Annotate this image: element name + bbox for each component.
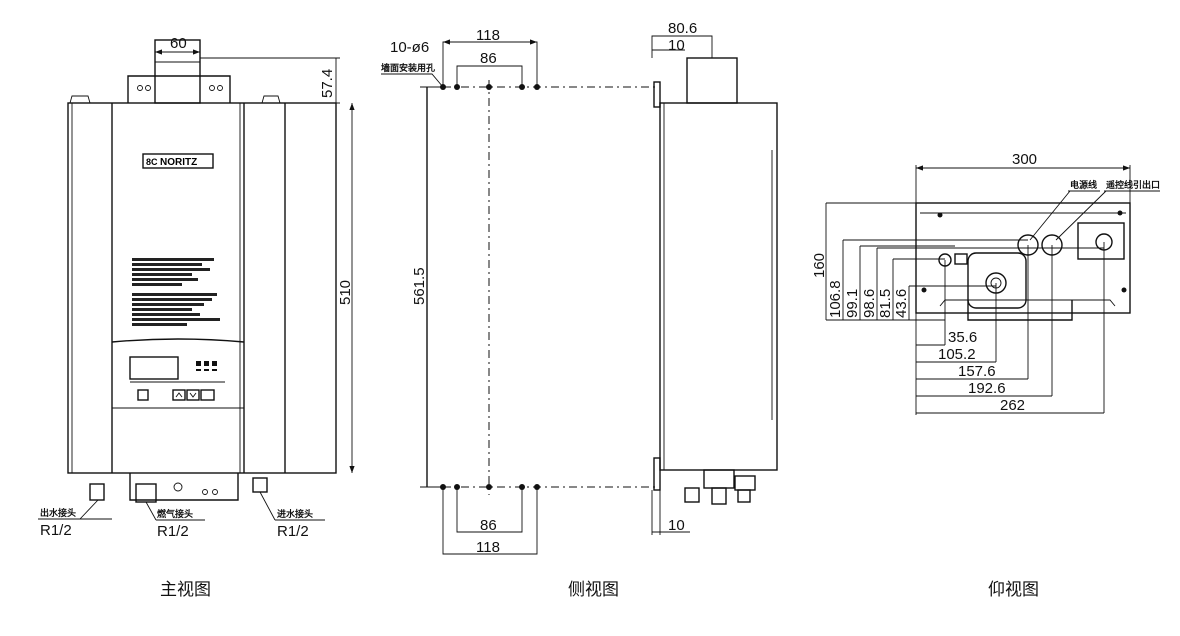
side-view-caption: 侧视图 bbox=[568, 580, 619, 600]
front-view-caption: 主视图 bbox=[160, 580, 211, 600]
dim-top-inner: 86 bbox=[480, 50, 497, 67]
rating-label bbox=[132, 258, 220, 326]
water-inlet-connector bbox=[252, 477, 268, 493]
dim-width: 300 bbox=[1012, 151, 1037, 168]
power-button[interactable] bbox=[137, 389, 149, 401]
remote-cable-label: 遥控线引出口 bbox=[1106, 179, 1160, 191]
display-screen bbox=[129, 356, 179, 380]
dim-h1: 35.6 bbox=[948, 329, 977, 346]
mounting-template: 118 86 10-ø6 墙面安装用孔 561.5 86 118 bbox=[381, 27, 655, 556]
inlet-size: R1/2 bbox=[277, 523, 309, 540]
dim-v1: 106.8 bbox=[827, 280, 844, 318]
brand-name: NORITZ bbox=[160, 157, 197, 168]
dim-h3: 157.6 bbox=[958, 363, 996, 380]
outlet-size: R1/2 bbox=[40, 522, 72, 539]
dim-hole-height: 561.5 bbox=[411, 267, 428, 305]
dim-top-outer: 118 bbox=[476, 27, 500, 44]
bottom-view-caption: 仰视图 bbox=[988, 580, 1039, 600]
gas-label: 燃气接头 bbox=[157, 508, 193, 520]
bottom-body-outline bbox=[915, 202, 1131, 314]
indicator-lights bbox=[196, 361, 217, 371]
side-connectors bbox=[684, 469, 756, 505]
dim-flue-width: 60 bbox=[170, 35, 187, 52]
holes-note: 墙面安装用孔 bbox=[381, 62, 435, 74]
logo-mark: 8C bbox=[146, 157, 158, 167]
power-cable-label: 电源线 bbox=[1070, 179, 1097, 191]
dim-body-height: 510 bbox=[337, 280, 354, 305]
dim-depth: 160 bbox=[811, 253, 828, 278]
dim-flue-height: 57.4 bbox=[319, 69, 336, 98]
mode-button[interactable] bbox=[200, 389, 215, 401]
dim-flue-offset: 80.6 bbox=[668, 20, 697, 37]
dim-bracket-bottom: 10 bbox=[668, 517, 685, 534]
dim-h2: 105.2 bbox=[938, 346, 976, 363]
water-outlet-connector bbox=[89, 483, 105, 501]
outlet-label: 出水接头 bbox=[40, 507, 76, 519]
panel-divider bbox=[111, 338, 245, 343]
gas-size: R1/2 bbox=[157, 523, 189, 540]
dim-bottom-outer: 118 bbox=[476, 539, 500, 556]
top-bracket bbox=[653, 81, 661, 108]
inlet-port bbox=[1077, 222, 1125, 260]
dim-bracket-top: 10 bbox=[668, 37, 685, 54]
side-view: 80.6 10 10 侧视图 bbox=[568, 20, 778, 600]
bottom-bracket bbox=[653, 457, 661, 491]
inlet-label: 进水接头 bbox=[277, 508, 313, 520]
front-body-outline bbox=[67, 102, 337, 474]
side-flue-pipe bbox=[686, 57, 738, 104]
burner-port bbox=[967, 252, 1027, 309]
up-button[interactable] bbox=[172, 389, 186, 401]
dim-v4: 81.5 bbox=[877, 289, 894, 318]
mounting-bracket bbox=[127, 75, 231, 103]
dim-h4: 192.6 bbox=[968, 380, 1006, 397]
side-body-outline bbox=[659, 102, 778, 471]
noritz-logo bbox=[142, 153, 214, 169]
dim-v3: 98.6 bbox=[861, 289, 878, 318]
dim-h5: 262 bbox=[1000, 397, 1025, 414]
dim-v2: 99.1 bbox=[844, 289, 861, 318]
flue-pipe bbox=[154, 39, 201, 104]
dim-v5: 43.6 bbox=[893, 289, 910, 318]
bottom-view: 300 电源线 遥控线引出口 160 106.8 99.1 98.6 81.5 … bbox=[811, 151, 1160, 600]
holes-label: 10-ø6 bbox=[390, 39, 429, 56]
bottom-plate bbox=[129, 473, 239, 501]
down-button[interactable] bbox=[186, 389, 200, 401]
dim-bottom-inner: 86 bbox=[480, 517, 497, 534]
mounting-holes bbox=[440, 84, 540, 490]
front-view: 60 57.4 510 NORITZ 8C bbox=[38, 35, 355, 600]
